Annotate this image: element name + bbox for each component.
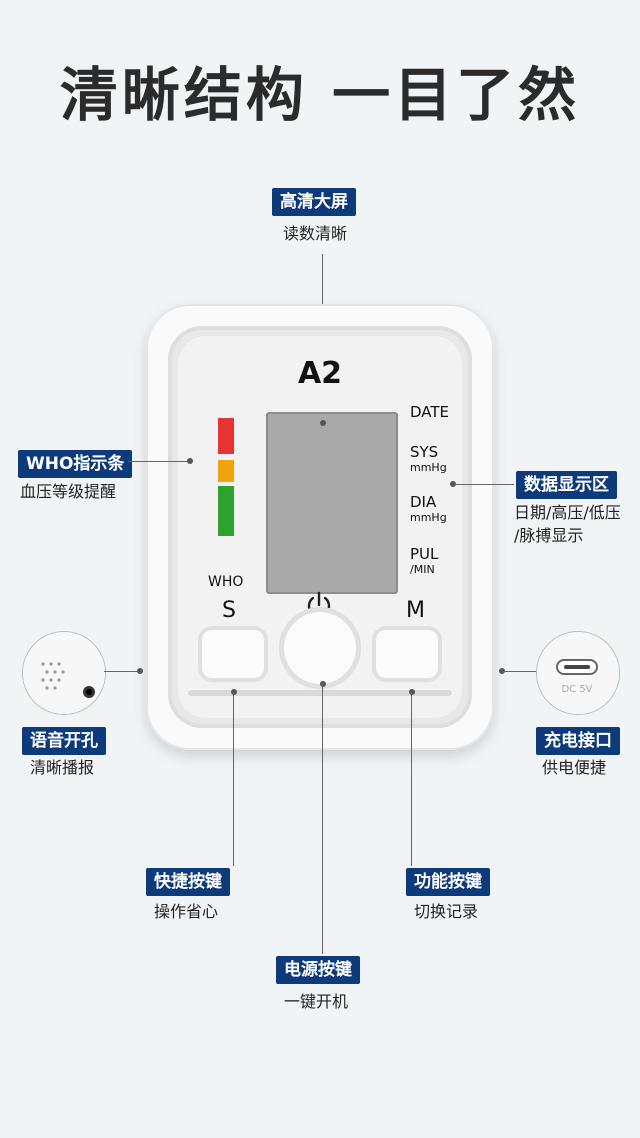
dot-who — [187, 458, 193, 464]
usb-port-icon: DC 5V — [537, 632, 619, 714]
s-button[interactable] — [202, 630, 264, 678]
leader-line-display — [454, 484, 514, 485]
callout-desc-charge: 供电便捷 — [542, 758, 607, 777]
leader-line-charge — [502, 671, 536, 672]
leader-line-who — [128, 461, 188, 462]
m-button-label: M — [406, 598, 425, 623]
callout-tag-power: 电源按键 — [276, 956, 360, 984]
dot-voice — [137, 668, 143, 674]
page-title: 清晰结构 一目了然 — [59, 61, 581, 129]
callout-tag-voice: 语音开孔 — [22, 727, 106, 755]
callout-desc-display-1: 日期/高压/低压 — [514, 503, 621, 522]
pul-label: PUL/MIN — [410, 545, 439, 576]
brand-label: A2 — [297, 356, 343, 391]
dot-power — [320, 681, 326, 687]
callout-desc-voice: 清晰播报 — [30, 758, 95, 777]
speaker-zoom-circle — [22, 631, 106, 715]
power-button[interactable] — [284, 612, 356, 684]
who-bar-green — [218, 486, 234, 536]
speaker-holes-icon — [23, 632, 105, 714]
callout-desc-quick: 操作省心 — [154, 902, 219, 921]
callout-desc-who: 血压等级提醒 — [20, 482, 117, 501]
callout-desc-display-2: /脉搏显示 — [514, 526, 584, 545]
callout-tag-func: 功能按键 — [406, 868, 490, 896]
port-label: DC 5V — [561, 684, 592, 695]
dot-screen — [320, 420, 326, 426]
leader-line-power — [322, 684, 323, 954]
callout-desc-power: 一键开机 — [284, 992, 349, 1011]
callout-tag-charge: 充电接口 — [536, 727, 620, 755]
callout-tag-screen: 高清大屏 — [272, 188, 356, 216]
who-label: WHO — [208, 574, 244, 590]
lcd-screen — [266, 412, 398, 594]
leader-line-quick — [233, 692, 234, 866]
callout-desc-func: 切换记录 — [414, 902, 479, 921]
date-label: DATE — [410, 403, 450, 421]
leader-line-voice — [104, 671, 138, 672]
callout-tag-who: WHO指示条 — [18, 450, 133, 478]
callout-tag-display: 数据显示区 — [516, 471, 617, 499]
callout-tag-quick: 快捷按键 — [146, 868, 230, 896]
who-bar-orange — [218, 460, 234, 482]
device-bottom-strip — [188, 690, 452, 696]
charging-port-zoom-circle: DC 5V — [536, 631, 620, 715]
dot-quick — [231, 689, 237, 695]
who-bar-red — [218, 418, 234, 454]
leader-line-func — [411, 692, 412, 866]
m-button[interactable] — [376, 630, 438, 678]
dot-func — [409, 689, 415, 695]
dot-display — [450, 481, 456, 487]
callout-desc-screen: 读数清晰 — [283, 224, 348, 243]
s-button-label: S — [222, 598, 236, 623]
